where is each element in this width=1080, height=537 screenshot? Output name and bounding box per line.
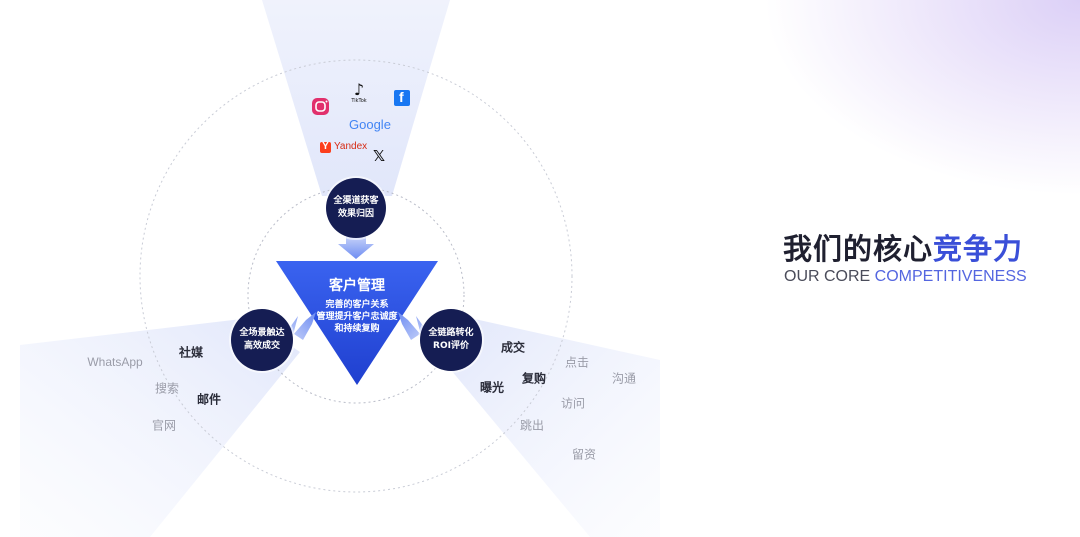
kw-click: 点击 — [564, 355, 590, 370]
right-arrow — [398, 312, 426, 340]
right-wedge — [436, 318, 660, 537]
page-title: 我们的核心竞争力 — [783, 232, 1024, 266]
tiktok-logo: ♪ TikTok — [351, 80, 367, 105]
kw-communicate: 沟通 — [611, 371, 637, 386]
kw-exposure: 曝光 — [479, 380, 505, 395]
node-left: 全场景触达高效成交 — [231, 309, 293, 371]
node-top: 全渠道获客效果归因 — [326, 178, 386, 238]
center-title: 客户管理 — [329, 278, 385, 294]
top-wedge — [262, 0, 450, 196]
kw-repurchase: 复购 — [521, 371, 547, 386]
center-line-3: 和持续复购 — [334, 324, 380, 334]
kw-visit: 访问 — [560, 396, 586, 411]
inner-dashed-ring — [247, 186, 465, 404]
kw-deal: 成交 — [500, 340, 526, 355]
left-wedge — [20, 318, 300, 537]
kw-email: 邮件 — [196, 392, 222, 407]
facebook-icon — [394, 90, 410, 106]
facebook-letter: f — [399, 89, 404, 105]
kw-leads: 留资 — [571, 447, 597, 462]
kw-website: 官网 — [151, 418, 177, 433]
center-line-1: 完善的客户关系 — [325, 300, 389, 310]
center-triangle — [276, 261, 438, 385]
center-line-2: 管理提升客户忠诚度 — [316, 312, 398, 322]
yandex-icon — [320, 142, 331, 153]
left-arrow — [288, 312, 316, 340]
kw-search: 搜索 — [154, 381, 180, 396]
kw-bounce: 跳出 — [519, 418, 545, 433]
x-logo: 𝕏 — [373, 147, 386, 165]
page-subtitle: OUR CORE COMPETITIVENESS — [784, 268, 1027, 285]
top-arrow — [338, 236, 374, 259]
kw-whatsapp: WhatsApp — [87, 355, 143, 369]
kw-social: 社媒 — [178, 345, 204, 360]
google-logo: Google — [349, 117, 391, 132]
outer-dashed-ring — [139, 59, 573, 493]
